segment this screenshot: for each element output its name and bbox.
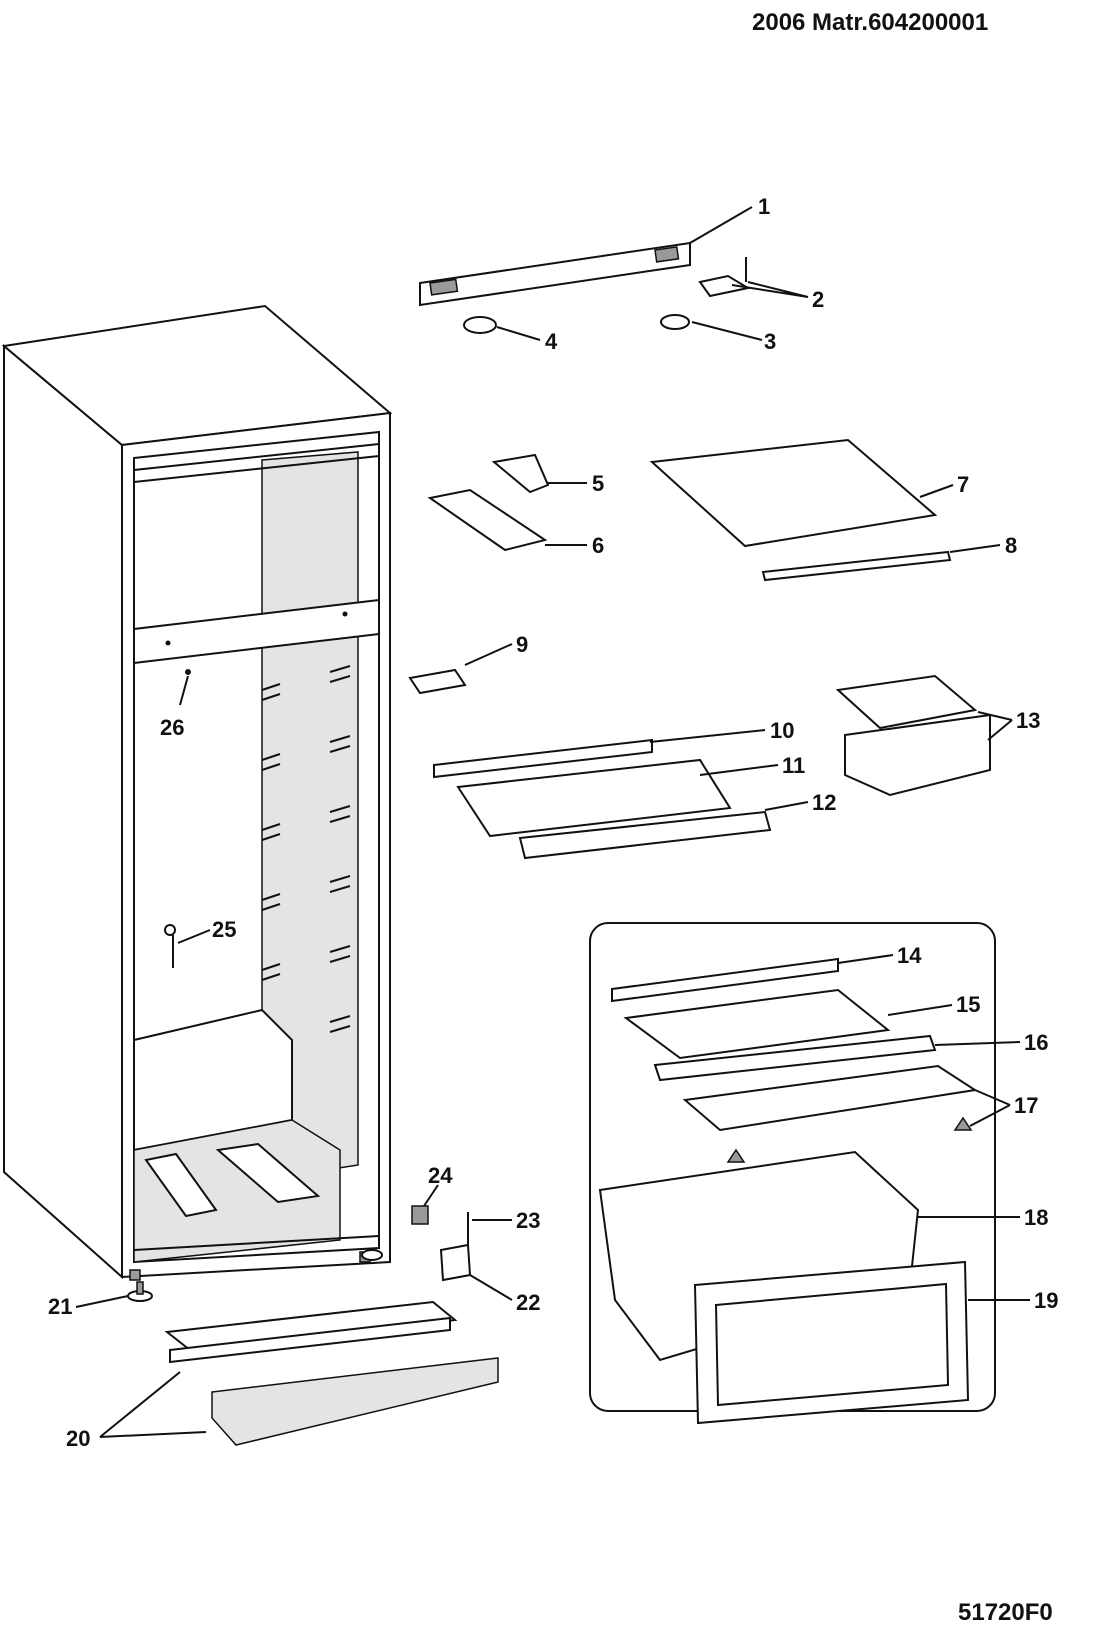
header-matr: 2006 Matr.604200001 [752,9,988,36]
callout-25: 25 [212,917,236,942]
part-24-bushing [411,1205,429,1225]
callout-6: 6 [592,533,604,558]
leader-lines [75,206,1030,1438]
refrigerator-cabinet [1,304,393,1281]
callout-5: 5 [592,471,604,496]
callout-1: 1 [758,194,770,219]
callout-numbers: 1 2 3 4 5 6 7 8 9 10 11 12 13 14 15 16 1… [48,194,1058,1451]
callout-26: 26 [160,715,184,740]
callout-22: 22 [516,1290,540,1315]
part-14-trim [611,957,839,1003]
callout-9: 9 [516,632,528,657]
callout-4: 4 [545,329,558,354]
callout-12: 12 [812,790,836,815]
cabinet-foot-right [361,1249,383,1261]
callout-18: 18 [1024,1205,1048,1230]
part-20-base-cover [164,1300,499,1446]
callout-3: 3 [764,329,776,354]
part-26-screw [185,669,191,675]
footer-code: 51720F0 [958,1599,1053,1626]
callout-16: 16 [1024,1030,1048,1055]
callout-13: 13 [1016,708,1040,733]
callout-23: 23 [516,1208,540,1233]
part-21-foot [127,1281,153,1302]
callout-2: 2 [812,287,824,312]
part-11-glass-shelf [456,758,732,838]
part-7-wire-shelf [649,438,938,548]
part-2-hinge [698,257,751,298]
part-17-cover [682,1064,978,1163]
callout-15: 15 [956,992,980,1017]
part-19-drawer-front [693,1260,970,1425]
part-13-crisper [835,674,991,797]
part-15-glass [623,988,891,1060]
callout-24: 24 [428,1163,453,1188]
part-9-bracket [408,668,467,695]
part-8-shelf-bar [761,550,952,582]
callout-11: 11 [782,753,805,778]
part-10-shelf-trim [433,738,653,779]
callout-7: 7 [957,472,969,497]
callout-21: 21 [48,1294,72,1319]
part-6-egg-tray [427,488,548,552]
part-12-rear-trim [518,810,772,860]
callout-8: 8 [1005,533,1017,558]
callout-20: 20 [66,1426,90,1451]
callout-17: 17 [1014,1093,1038,1118]
part-25-drain [164,924,176,968]
part-22-bottom-hinge [439,1243,472,1282]
callout-14: 14 [897,943,922,968]
part-3-cap [660,314,690,330]
callout-10: 10 [770,718,794,743]
part-4-cap [463,316,497,334]
part-5-bracket [491,453,550,494]
callout-19: 19 [1034,1288,1058,1313]
part-1-hinge-cover [419,241,691,307]
part-16-frame [653,1034,937,1082]
